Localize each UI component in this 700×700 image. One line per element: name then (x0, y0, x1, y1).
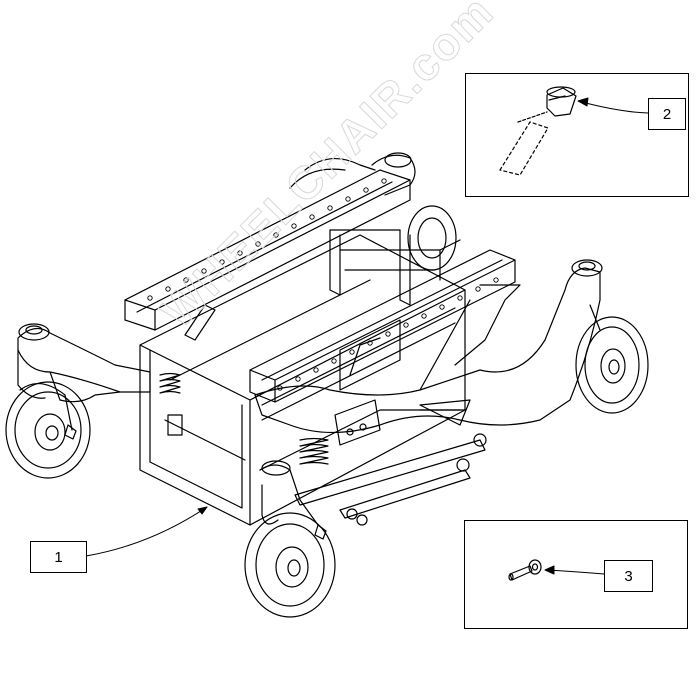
suspension-spring-left (159, 304, 216, 394)
caster-wheel-left (5, 381, 91, 479)
inset-box-part-3 (464, 520, 688, 629)
leader-line-2 (581, 101, 649, 114)
clevis-pin-part (508, 559, 542, 581)
arrowhead-3 (544, 565, 555, 575)
seat-lift-frame (329, 229, 461, 306)
fork-arm-right (254, 259, 603, 434)
drive-linkage (294, 399, 487, 526)
leader-lines (85, 97, 649, 575)
leader-line-1 (85, 506, 208, 557)
rail-holes-right (277, 277, 499, 391)
callout-3-label: 3 (624, 567, 633, 585)
fork-arm-left (17, 323, 151, 403)
caster-wheel-front (244, 460, 336, 618)
chassis-frame (139, 234, 466, 526)
callout-1-label: 1 (54, 548, 63, 566)
callout-3[interactable]: 3 (604, 560, 653, 592)
caster-wheel-right (575, 304, 649, 414)
end-cap-part (499, 86, 577, 176)
seat-rail-left (124, 169, 411, 331)
arrowhead-1 (197, 506, 208, 515)
arrowhead-2 (577, 97, 589, 107)
caster-wheel-rear (289, 152, 457, 271)
rail-holes-left (147, 178, 387, 301)
callout-1[interactable]: 1 (30, 541, 87, 573)
callout-2-label: 2 (662, 105, 672, 123)
callout-2[interactable]: 2 (648, 98, 686, 130)
inset-box-part-2 (465, 73, 689, 197)
